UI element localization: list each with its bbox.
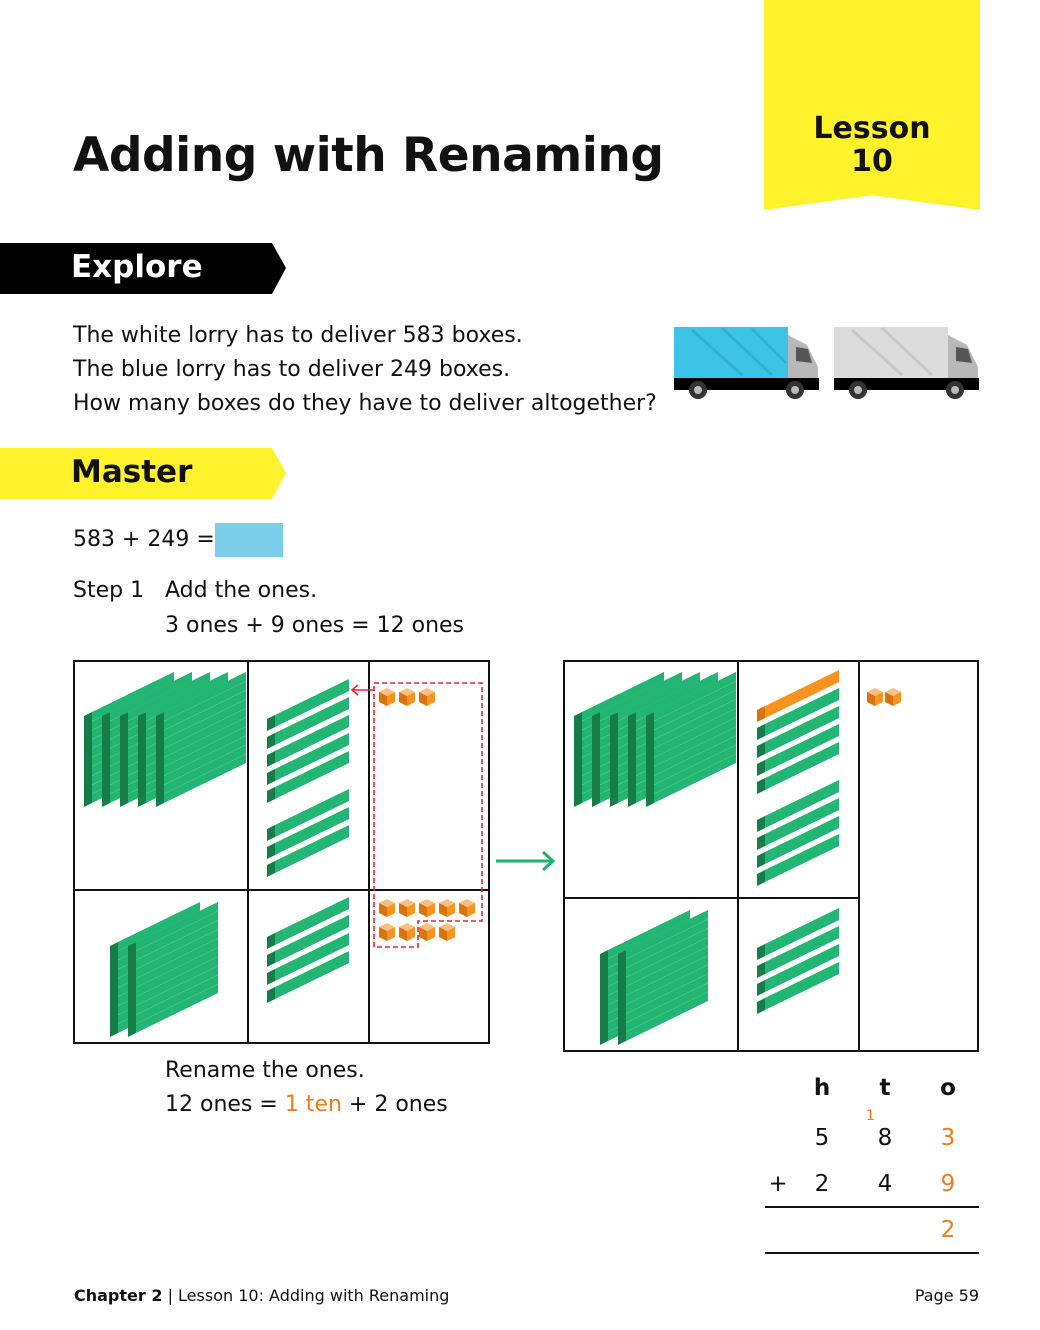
white-lorry-icon <box>834 326 979 399</box>
digit: 8 <box>877 1125 893 1151</box>
step-equation: 3 ones + 9 ones = 12 ones <box>165 613 465 638</box>
header-t: t <box>879 1075 891 1101</box>
step-label: Step 1 <box>73 578 145 603</box>
digit: 3 <box>940 1125 956 1151</box>
place-value-grid-after <box>563 660 979 1052</box>
answer-box[interactable] <box>215 523 283 557</box>
arrow-right-icon <box>496 850 556 872</box>
rename-equation: 12 ones = 1 ten + 2 ones <box>165 1092 448 1117</box>
sum-rule <box>765 1206 979 1208</box>
result-digit: 2 <box>940 1217 956 1243</box>
master-heading: Master <box>71 454 193 490</box>
page-title: Adding with Renaming <box>73 128 664 183</box>
blue-lorry-icon <box>674 326 819 399</box>
sum-rule <box>765 1252 979 1254</box>
lesson-label: Lesson <box>813 111 931 146</box>
rename-title: Rename the ones. <box>165 1058 365 1083</box>
explore-line: The white lorry has to deliver 583 boxes… <box>73 323 523 348</box>
footer-page: Page 59 <box>914 1286 979 1305</box>
equation: 583 + 249 = <box>73 527 215 552</box>
explore-banner: Explore <box>0 243 286 294</box>
explore-heading: Explore <box>71 249 203 285</box>
digit: 9 <box>940 1171 956 1197</box>
plus-sign: + <box>768 1171 788 1197</box>
lesson-number: 10 <box>851 144 893 179</box>
digit: 5 <box>814 1125 830 1151</box>
header-h: h <box>813 1075 831 1101</box>
lorry-illustrations <box>674 326 979 399</box>
step-text: Add the ones. <box>165 578 318 603</box>
digit: 4 <box>877 1171 893 1197</box>
master-banner: Master <box>0 448 286 499</box>
footer-chapter: Chapter 2 | Lesson 10: Adding with Renam… <box>74 1286 450 1305</box>
place-value-grid-before <box>73 660 490 1044</box>
header-o: o <box>940 1075 956 1101</box>
lesson-banner <box>764 0 980 210</box>
digit: 2 <box>814 1171 830 1197</box>
explore-line: The blue lorry has to deliver 249 boxes. <box>73 357 511 382</box>
carry-digit: 1 <box>866 1108 875 1124</box>
explore-line: How many boxes do they have to deliver a… <box>73 391 657 416</box>
